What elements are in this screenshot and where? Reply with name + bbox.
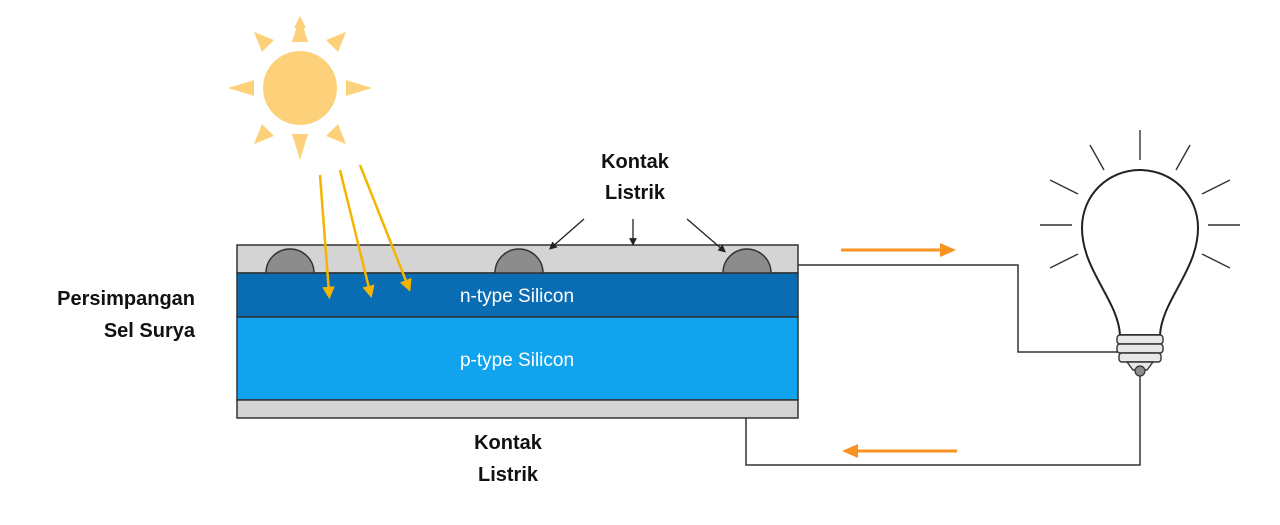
contact-bump-3: [722, 248, 772, 274]
light-rays: [318, 164, 412, 300]
sun-icon: [228, 16, 372, 160]
light-ray: [338, 169, 375, 299]
top-contact-label: Listrik: [605, 182, 666, 204]
circuit-wire: [745, 264, 1141, 466]
n-type-label: n-type Silicon: [460, 286, 574, 307]
bottom-contact-layer: [236, 399, 799, 419]
bottom-contact-label: Kontak: [474, 432, 543, 454]
light-ray: [358, 164, 412, 292]
bottom-contact-label: Listrik: [478, 464, 539, 486]
contact-bump-1: [265, 248, 315, 274]
p-type-label: p-type Silicon: [460, 350, 574, 371]
contact-pointer-arrows: [549, 218, 726, 253]
contact-bump-2: [494, 248, 544, 274]
light-ray: [318, 174, 335, 300]
junction-label: Persimpangan: [57, 288, 195, 310]
light-bulb-icon: [1040, 130, 1240, 377]
top-contact-label: Kontak: [601, 151, 670, 173]
junction-label: Sel Surya: [104, 320, 196, 342]
current-arrows: [841, 243, 957, 458]
